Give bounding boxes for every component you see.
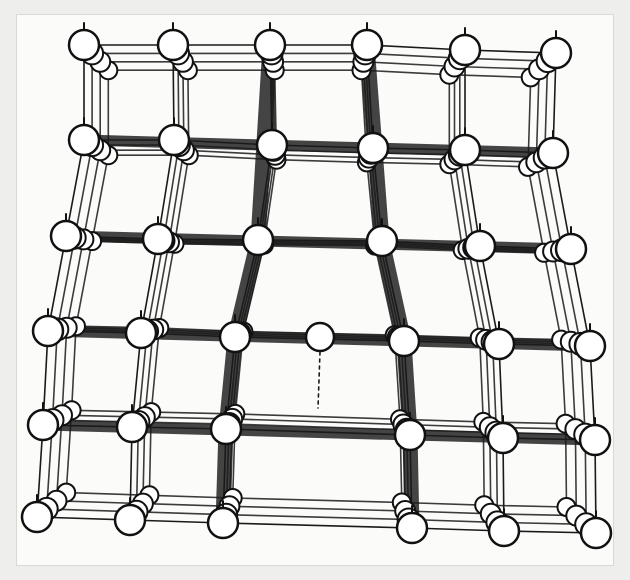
lattice-atom	[367, 226, 397, 256]
lattice-dark-band	[223, 45, 270, 523]
lattice-atom	[465, 231, 495, 261]
lattice-atom	[489, 516, 519, 546]
lattice-rods	[37, 45, 596, 533]
lattice-atom	[255, 30, 285, 60]
horizontal-rod	[108, 70, 530, 77]
vertical-rod	[553, 53, 596, 533]
lattice-atom	[159, 125, 189, 155]
interstitial-link	[318, 352, 320, 408]
lattice-atom	[450, 35, 480, 65]
lattice-atom	[69, 30, 99, 60]
lattice-atom	[117, 412, 147, 442]
lattice-atom	[126, 318, 156, 348]
lattice-atom	[389, 326, 419, 356]
lattice-atom	[22, 502, 52, 532]
lattice-atom	[581, 518, 611, 548]
lattice-atom	[33, 316, 63, 346]
lattice-atom	[575, 331, 605, 361]
lattice-atom	[211, 414, 241, 444]
lattice-atom	[450, 135, 480, 165]
lattice-atom	[208, 508, 238, 538]
lattice-atom	[158, 30, 188, 60]
lattice-atom	[28, 410, 58, 440]
lattice-atom	[257, 130, 287, 160]
interstitial-atom	[306, 323, 334, 351]
lattice-atom	[352, 30, 382, 60]
lattice-dark-bands	[43, 45, 595, 528]
lattice-atom	[538, 138, 568, 168]
lattice-atom	[115, 505, 145, 535]
lattice-atom	[358, 133, 388, 163]
lattice-atom	[484, 329, 514, 359]
lattice-atom	[51, 221, 81, 251]
lattice-atom	[143, 224, 173, 254]
lattice-atom	[397, 513, 427, 543]
lattice-atom	[69, 125, 99, 155]
lattice-atoms	[22, 23, 611, 548]
lattice-atom	[488, 423, 518, 453]
lattice-atom	[541, 38, 571, 68]
lattice-atom	[395, 420, 425, 450]
vertical-rod	[137, 53, 179, 511]
horizontal-rod	[84, 45, 556, 53]
lattice-atom	[556, 234, 586, 264]
lattice-atom	[243, 225, 273, 255]
lattice-atom	[220, 322, 250, 352]
lattice-atom	[580, 425, 610, 455]
